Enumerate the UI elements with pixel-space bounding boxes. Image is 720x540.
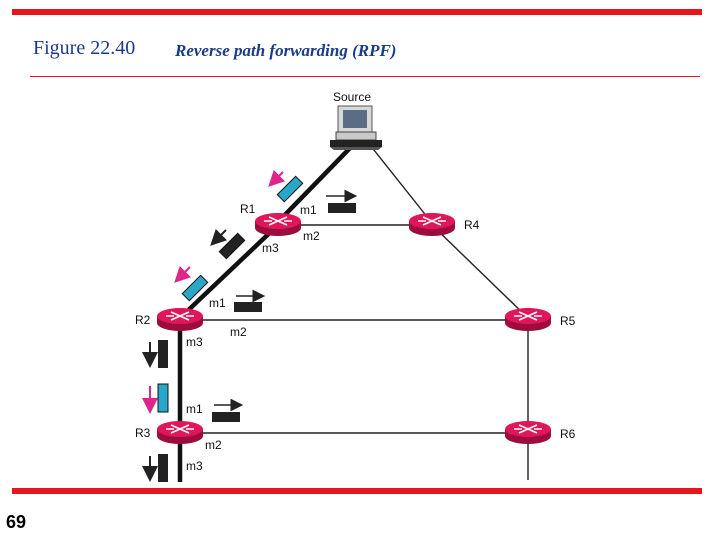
router-r5-icon — [504, 307, 552, 332]
figure-number: Figure 22.40 — [33, 37, 136, 59]
top-accent-bar — [12, 9, 702, 15]
link-r1-r2 — [178, 223, 280, 320]
computer-icon — [330, 105, 382, 150]
router-r2-label: R2 — [135, 313, 151, 327]
r3-m3-label: m3 — [186, 459, 203, 473]
magenta-arrow-icon — [174, 265, 192, 283]
router-r6-label: R6 — [560, 427, 576, 441]
router-r3-icon — [156, 420, 204, 445]
link-r4-r5 — [431, 224, 529, 319]
r3-m2-label: m2 — [205, 438, 222, 452]
black-arrow-icon — [210, 228, 228, 246]
figure-title: Reverse path forwarding (RPF) — [175, 41, 397, 60]
link-source-r4 — [369, 144, 433, 224]
router-r5-label: R5 — [560, 314, 576, 328]
accepted-packet — [181, 274, 209, 302]
header-rule — [30, 76, 700, 77]
router-r4-label: R4 — [464, 218, 480, 232]
discarded-packet — [218, 232, 246, 260]
r2-m2-label: m2 — [230, 325, 247, 339]
r2-m1-label: m1 — [209, 296, 226, 310]
r3-m1-label: m1 — [186, 402, 203, 416]
router-r3-label: R3 — [135, 426, 151, 440]
r2-m3-label: m3 — [186, 335, 203, 349]
r1-m3-label: m3 — [262, 241, 279, 255]
router-r1-label: R1 — [240, 202, 256, 216]
discarded-packets — [212, 189, 358, 422]
router-r4-icon — [408, 212, 456, 237]
page-number: 69 — [6, 512, 27, 532]
router-r1-icon — [254, 212, 302, 237]
r1-m1-label: m1 — [300, 203, 317, 217]
link-source-r1 — [276, 144, 354, 224]
bottom-accent-bar — [12, 488, 702, 494]
magenta-arrow-icon — [268, 169, 286, 187]
router-r2-icon — [156, 307, 204, 332]
router-r6-icon — [504, 420, 552, 445]
accepted-packets — [174, 169, 304, 302]
r1-m2-label: m2 — [303, 229, 320, 243]
accepted-packet — [276, 175, 304, 203]
vertical-packets — [142, 340, 169, 482]
source-label: Source — [333, 90, 371, 104]
